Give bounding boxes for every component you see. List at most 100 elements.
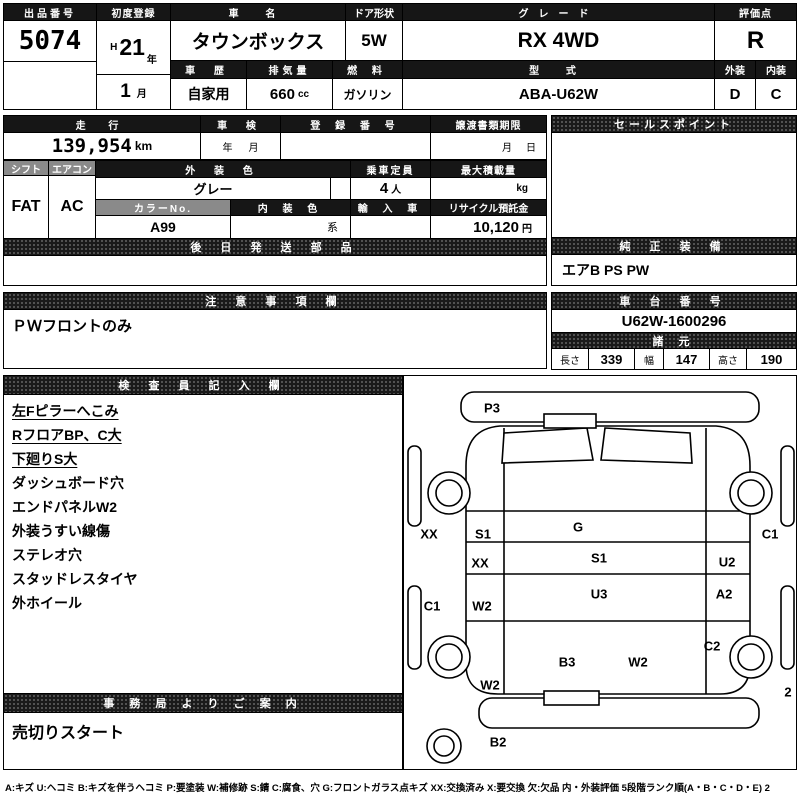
color-no-value: A99 [95, 215, 231, 239]
max-load-unit: kg [516, 183, 528, 194]
car-outline-diagram [407, 391, 795, 764]
mileage-value: 139,954 km [3, 132, 201, 160]
exterior-grade-value: D [714, 78, 756, 110]
office-notice-value: 売切りスタート [3, 712, 403, 770]
inspection-header: 車 検 [200, 115, 281, 133]
lot-number-empty [3, 61, 97, 110]
damage-code-label: W2 [480, 677, 500, 693]
displacement-header: 排気量 [246, 60, 333, 79]
recycle-deposit-header: リサイクル預託金 [430, 199, 547, 216]
car-history-header: 車 歴 [170, 60, 247, 79]
chassis-number-value: U62W-1600296 [551, 309, 797, 333]
grade-value: RX 4WD [402, 20, 715, 61]
damage-code-label: C1 [423, 598, 441, 614]
displacement-unit: cc [297, 88, 310, 100]
month-unit: 月 [136, 88, 147, 100]
model-code-value: ABA-U62W [402, 78, 715, 110]
interior-color-suffix: 系 [327, 222, 338, 234]
aircon-value: AC [48, 175, 96, 239]
spec-width-label: 幅 [634, 348, 664, 370]
fuel-value: ガソリン [332, 78, 403, 110]
defect-item: RフロアBP、C大 [12, 427, 122, 443]
inspection-value: 年 月 [200, 132, 281, 160]
genuine-equipment-header: 純 正 装 備 [551, 237, 797, 255]
sales-point-header: セールスポイント [551, 115, 797, 133]
door-shape-header: ドア形状 [345, 3, 403, 21]
spec-header: 諸 元 [551, 332, 797, 349]
capacity-header: 乗車定員 [350, 160, 431, 178]
exterior-color-spare [330, 177, 351, 200]
spec-width-value: 147 [663, 348, 710, 370]
displacement-value: 660 cc [246, 78, 333, 110]
damage-code-label: A2 [715, 586, 733, 602]
transfer-day-placeholder: 日 [526, 142, 536, 154]
damage-code-label: C1 [761, 526, 779, 542]
capacity-value: 4 人 [350, 177, 431, 200]
car-name-header: 車 名 [170, 3, 346, 21]
caution-value: ＰＷフロントのみ [3, 309, 547, 369]
fuel-header: 燃 料 [332, 60, 403, 79]
inspection-year-placeholder: 年 [222, 142, 233, 154]
exterior-color-value: グレー [95, 177, 331, 200]
damage-code-label: XX [471, 555, 489, 571]
transfer-deadline-value: 月 日 [430, 132, 547, 160]
registration-number-value [280, 132, 431, 160]
aircon-header: エアコン [48, 160, 96, 176]
defect-item: 下廻りS大 [12, 451, 78, 467]
grade-header: グレード [402, 3, 715, 21]
shift-header: シフト [3, 160, 49, 176]
capacity-number: 4 [379, 180, 389, 197]
chassis-number-header: 車 台 番 号 [551, 292, 797, 310]
era-prefix: H [110, 42, 118, 53]
first-registration-header: 初度登録 [96, 3, 171, 21]
interior-grade-header: 内装 [755, 60, 797, 79]
damage-code-label: G [572, 519, 584, 535]
damage-code-label: 2 [784, 684, 792, 700]
mileage-unit: km [134, 139, 153, 153]
lot-number-value: 5074 [3, 20, 97, 62]
damage-code-label: P3 [484, 400, 500, 416]
capacity-unit: 人 [391, 185, 402, 196]
import-car-header: 輸 入 車 [350, 199, 431, 216]
defect-item: 外ホイール [12, 595, 82, 611]
year-unit: 年 [146, 55, 157, 66]
defect-item: エンドパネルW2 [12, 499, 117, 515]
transfer-deadline-header: 譲渡書類期限 [430, 115, 547, 133]
defect-item: 外装うすい線傷 [12, 523, 110, 539]
shift-value: FAT [3, 175, 49, 239]
damage-code-label: C2 [703, 638, 721, 654]
first-registration-year: H 21 年 [96, 20, 171, 75]
spec-length-value: 339 [588, 348, 635, 370]
first-reg-year-value: 21 [119, 34, 145, 60]
mileage-number: 139,954 [51, 135, 132, 157]
later-parts-header: 後 日 発 送 部 品 [3, 238, 547, 256]
displacement-number: 660 [269, 85, 295, 103]
inspector-header: 検 査 員 記 入 欄 [3, 375, 403, 395]
later-parts-value [3, 255, 547, 286]
damage-code-label: U2 [718, 554, 736, 570]
damage-code-label: W2 [472, 598, 492, 614]
mileage-header: 走 行 [3, 115, 201, 133]
color-no-header: カラーNo. [95, 199, 231, 216]
spec-length-label: 長さ [551, 348, 589, 370]
import-car-value [350, 215, 431, 239]
sales-point-value [551, 132, 797, 238]
lot-number-header: 出品番号 [3, 3, 97, 21]
transfer-month-placeholder: 月 [502, 142, 512, 154]
exterior-color-header: 外 装 色 [95, 160, 351, 178]
damage-code-label: W2 [628, 654, 648, 670]
inspection-month-placeholder: 月 [248, 142, 259, 154]
damage-code-label: B2 [489, 734, 507, 750]
first-reg-month-value: 1 [120, 81, 131, 102]
recycle-deposit-value: 10,120 円 [430, 215, 547, 239]
spec-height-label: 高さ [709, 348, 747, 370]
damage-code-label: U3 [590, 586, 608, 602]
interior-grade-value: C [755, 78, 797, 110]
recycle-number: 10,120 [473, 218, 519, 236]
model-code-header: 型 式 [402, 60, 715, 79]
max-load-header: 最大積載量 [430, 160, 547, 178]
